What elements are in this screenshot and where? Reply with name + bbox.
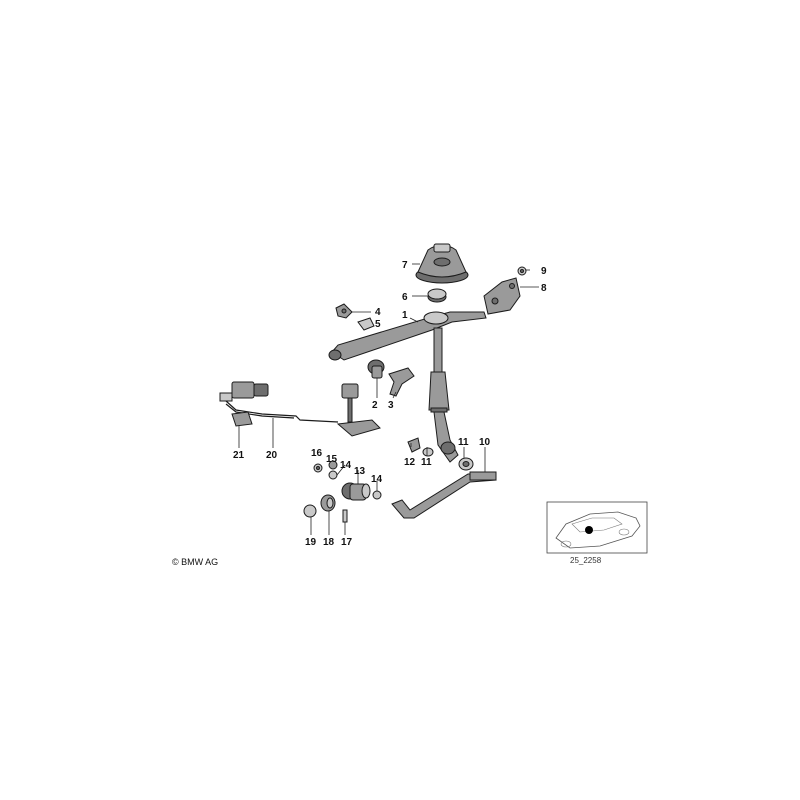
label-15: 15 bbox=[326, 454, 338, 465]
bushing-part-6 bbox=[427, 288, 447, 303]
boot-part-7 bbox=[415, 243, 469, 284]
bushing-part-2 bbox=[367, 359, 385, 379]
washer-part-11a bbox=[422, 447, 434, 457]
reference-code: 25_2258 bbox=[570, 556, 602, 565]
sensor-part-20 bbox=[219, 381, 339, 423]
bushing-part-18 bbox=[320, 494, 336, 512]
bracket-part-3 bbox=[388, 367, 415, 397]
label-6: 6 bbox=[402, 292, 408, 303]
label-16: 16 bbox=[311, 448, 323, 459]
selector-rod-part-10 bbox=[391, 471, 497, 519]
pin-part-17 bbox=[342, 509, 348, 523]
label-21: 21 bbox=[233, 450, 245, 461]
copyright-text: © BMW AG bbox=[172, 557, 218, 567]
bushing-part-15 bbox=[328, 460, 338, 470]
label-1: 1 bbox=[402, 310, 408, 321]
cap-part-19 bbox=[303, 504, 317, 518]
label-5: 5 bbox=[375, 319, 381, 330]
bracket-part-8 bbox=[483, 277, 521, 315]
clip-part-4 bbox=[335, 303, 353, 319]
vehicle-locator-thumbnail bbox=[546, 501, 648, 554]
clip-part-21 bbox=[231, 411, 253, 427]
clamp-part-5 bbox=[357, 317, 375, 331]
label-13: 13 bbox=[354, 466, 366, 477]
label-19: 19 bbox=[305, 537, 317, 548]
joint-part-13 bbox=[341, 482, 371, 501]
label-10: 10 bbox=[479, 437, 491, 448]
label-14a: 14 bbox=[340, 460, 352, 471]
label-8: 8 bbox=[541, 283, 547, 294]
car-outline-icon bbox=[555, 511, 641, 549]
location-marker-icon bbox=[585, 526, 593, 534]
nut-part-9 bbox=[517, 266, 527, 276]
label-2: 2 bbox=[372, 400, 378, 411]
clip-part-12 bbox=[407, 437, 421, 453]
shift-lever bbox=[428, 327, 459, 463]
label-7: 7 bbox=[402, 260, 408, 271]
label-12: 12 bbox=[404, 457, 416, 468]
label-11b: 11 bbox=[421, 457, 432, 468]
label-4: 4 bbox=[375, 307, 381, 318]
callout-labels: 7 6 1 4 5 9 8 2 3 10 11 12 11 16 15 14 1… bbox=[233, 260, 547, 548]
label-20: 20 bbox=[266, 450, 278, 461]
shift-arm-part-1 bbox=[328, 311, 487, 361]
washer-part-11b bbox=[458, 457, 474, 471]
label-18: 18 bbox=[323, 537, 335, 548]
label-3: 3 bbox=[388, 400, 394, 411]
label-9: 9 bbox=[541, 266, 547, 277]
label-14b: 14 bbox=[371, 474, 383, 485]
switch-assembly bbox=[336, 383, 381, 437]
leader-lines bbox=[238, 263, 539, 535]
label-17: 17 bbox=[341, 537, 353, 548]
washer-part-14b bbox=[372, 490, 382, 500]
washer-part-14a bbox=[328, 470, 338, 480]
label-11a: 11 bbox=[458, 437, 469, 448]
nut-part-16 bbox=[313, 463, 323, 473]
